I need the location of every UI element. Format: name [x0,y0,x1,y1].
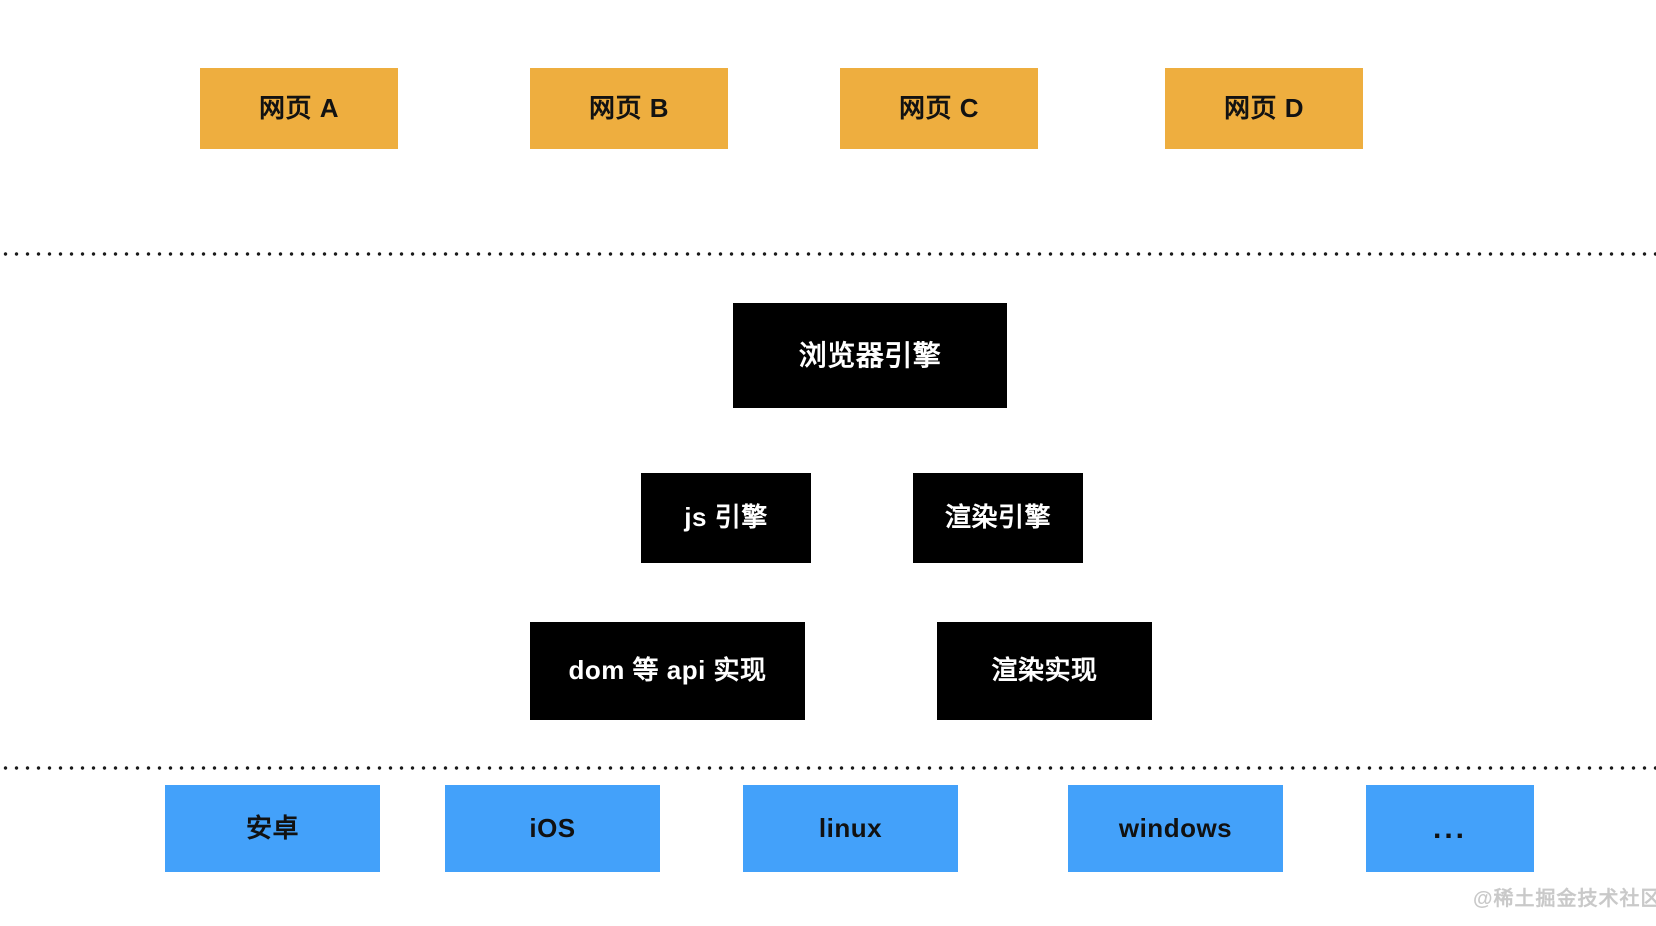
os-node-more: ... [1366,785,1534,872]
watermark: @稀土掘金技术社区 [1473,882,1656,911]
os-node-ios: iOS [445,785,660,872]
watermark-text: @稀土掘金技术社区 [1473,888,1656,910]
js-engine-node-label: js 引擎 [684,502,768,533]
os-node-ios-label: iOS [529,812,576,843]
os-node-android: 安卓 [165,785,380,872]
os-node-linux-label: linux [818,812,883,843]
os-node-more-label: ... [1432,811,1467,845]
web-page-node-a-label: 网页 A [258,92,339,123]
web-page-node-c-label: 网页 C [898,92,979,123]
browser-engine-node-label: 浏览器引擎 [798,339,942,371]
dom-api-impl-node: dom 等 api 实现 [530,622,805,720]
render-impl-node-label: 渲染实现 [991,655,1098,686]
web-page-node-c: 网页 C [840,68,1038,149]
render-engine-node: 渲染引擎 [913,473,1083,563]
dom-api-impl-node-label: dom 等 api 实现 [568,655,767,686]
render-engine-node-label: 渲染引擎 [944,502,1051,533]
divider-pages-engine [0,252,1656,256]
divider-engine-os [0,766,1656,770]
os-node-android-label: 安卓 [245,812,299,843]
web-page-node-a: 网页 A [200,68,398,149]
os-node-linux: linux [743,785,958,872]
os-node-windows-label: windows [1118,812,1233,843]
web-page-node-d: 网页 D [1165,68,1363,149]
web-page-node-b: 网页 B [530,68,728,149]
js-engine-node: js 引擎 [641,473,811,563]
browser-engine-node: 浏览器引擎 [733,303,1007,408]
render-impl-node: 渲染实现 [937,622,1152,720]
web-page-node-d-label: 网页 D [1223,92,1304,123]
web-page-node-b-label: 网页 B [588,92,669,123]
os-node-windows: windows [1068,785,1283,872]
